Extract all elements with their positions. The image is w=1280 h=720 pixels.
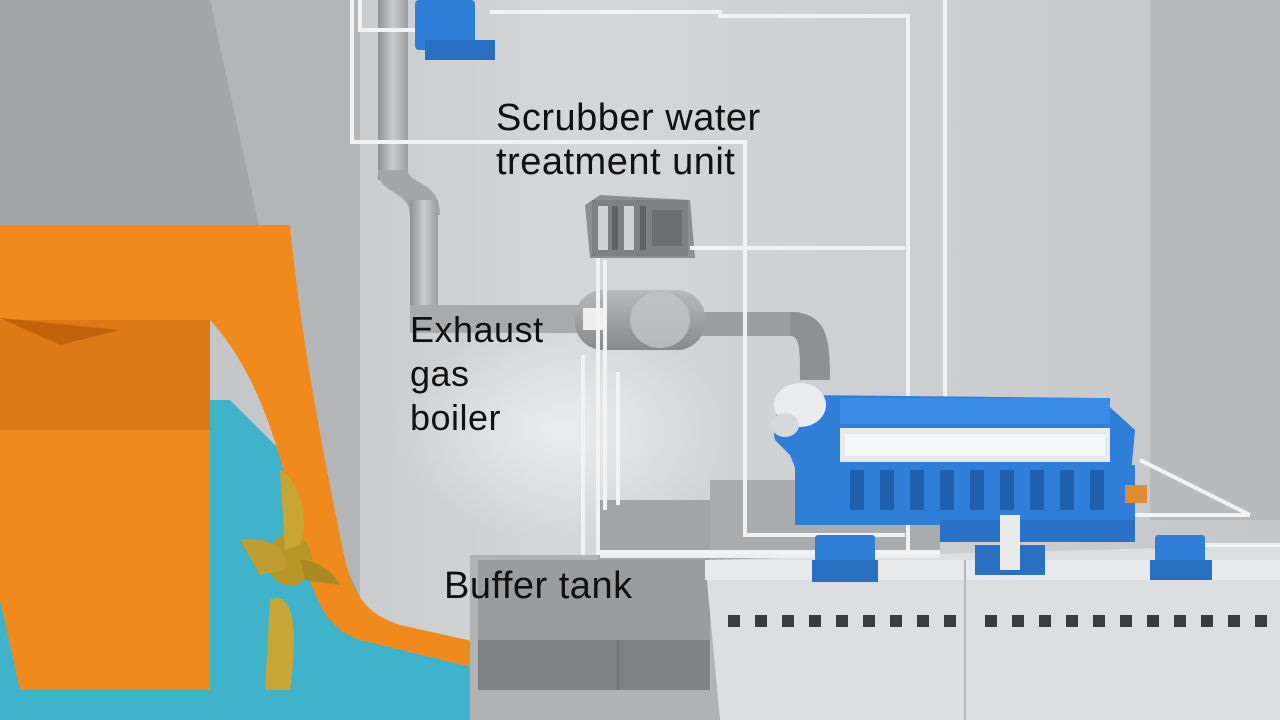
- boiler-label-line-3: boiler: [410, 397, 502, 438]
- scrubber-water-treatment-label: Scrubber water treatment unit: [496, 96, 761, 184]
- buffer-tank-label: Buffer tank: [444, 565, 633, 607]
- pump-icon: [812, 515, 1212, 582]
- propeller-icon: [240, 470, 340, 690]
- pipework: [350, 0, 1280, 555]
- rudder-shadow: [0, 318, 120, 345]
- boiler-icon: [575, 290, 705, 350]
- hull-shadow: [0, 320, 210, 430]
- right-wall: [1150, 0, 1280, 520]
- boiler-label-line-1: Exhaust: [410, 309, 544, 350]
- engine-icon: [771, 383, 1147, 542]
- scrubber-label-line-2: treatment unit: [496, 141, 736, 183]
- boiler-label-line-2: gas: [410, 353, 470, 394]
- exhaust-gas-boiler-label: Exhaust gas boiler: [410, 308, 544, 440]
- platform-vents: [728, 615, 1267, 627]
- light-glow: [390, 320, 730, 540]
- scrubber-label-line-1: Scrubber water: [496, 97, 761, 139]
- platform-deck: [705, 545, 1280, 720]
- pump-icon: [415, 0, 495, 60]
- scrubber-unit-icon: [585, 195, 695, 258]
